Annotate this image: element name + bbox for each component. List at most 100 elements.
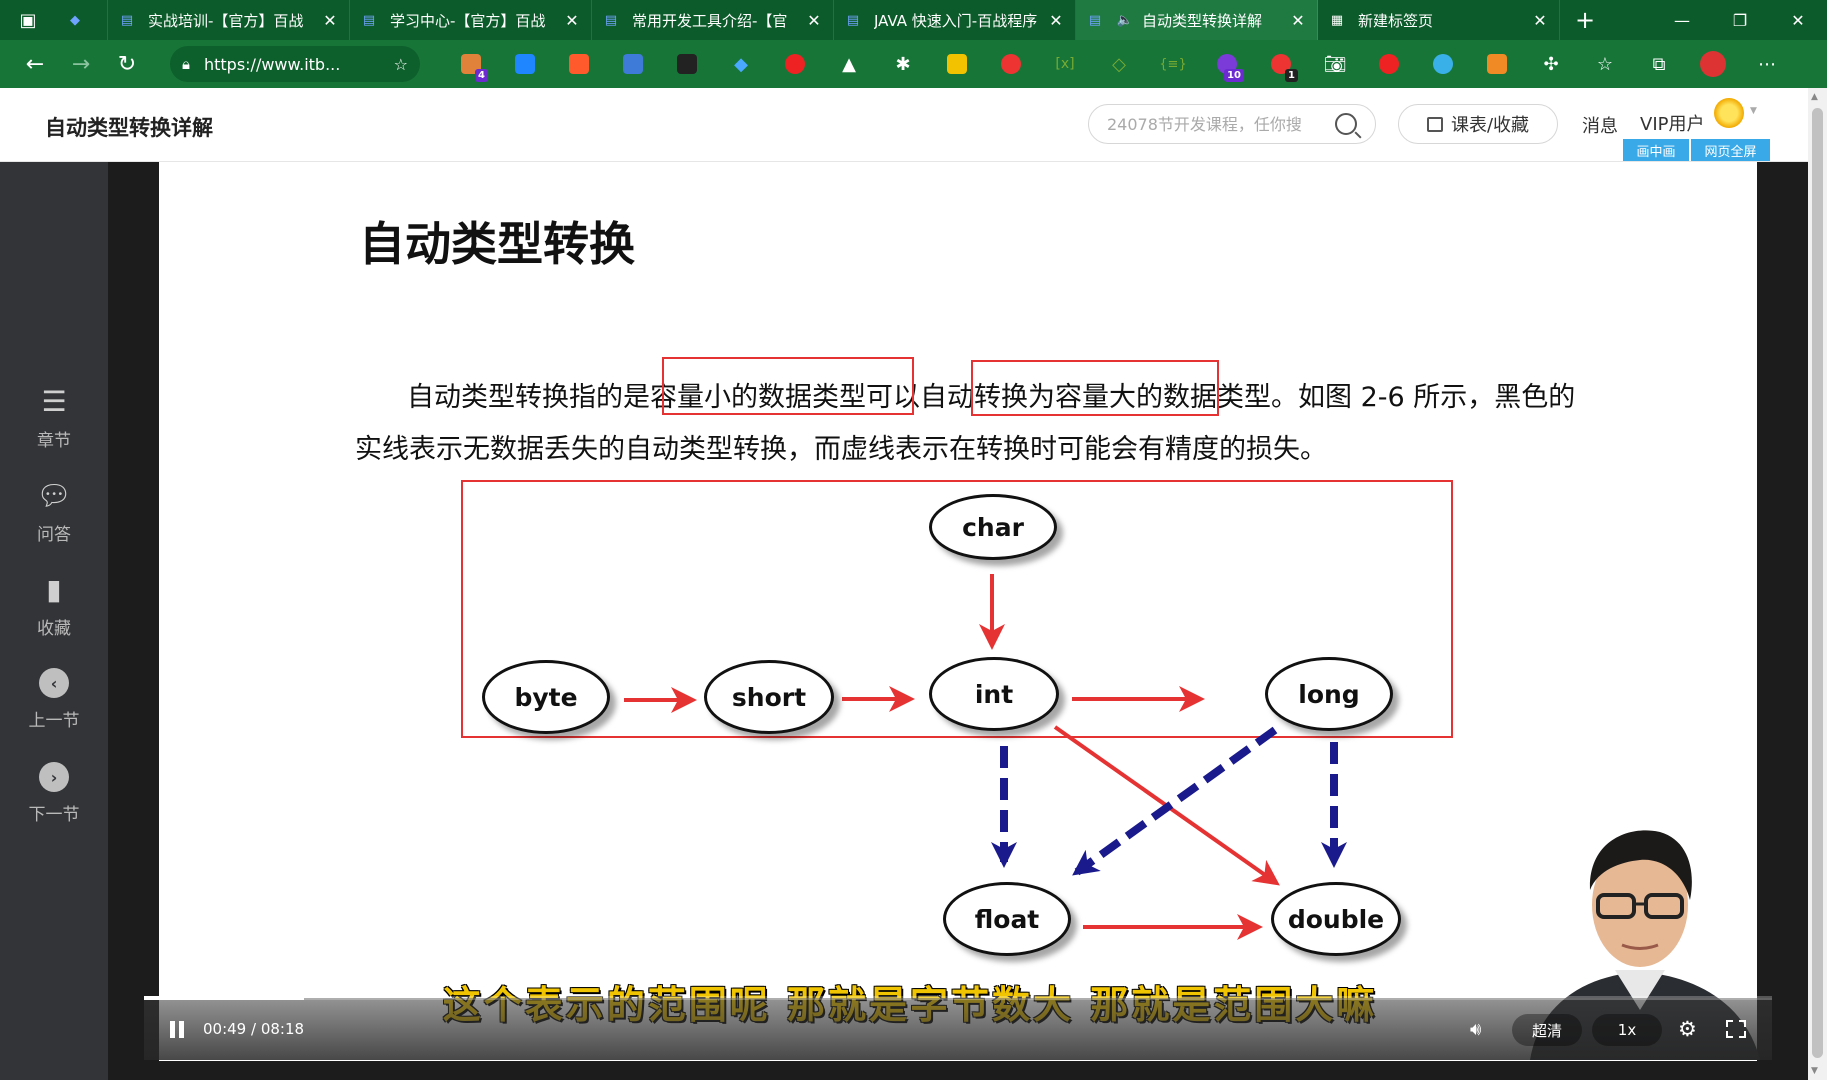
minimize-icon[interactable]: — bbox=[1674, 10, 1690, 30]
site-favicon-icon: ▤ bbox=[604, 12, 618, 28]
site-favicon-icon: ▤ bbox=[1088, 12, 1102, 28]
speed-button[interactable]: 1x bbox=[1592, 1014, 1662, 1046]
close-window-icon[interactable]: ✕ bbox=[1791, 10, 1805, 30]
highlight-box-large bbox=[971, 360, 1219, 416]
course-favorites-button[interactable]: 课表/收藏 bbox=[1398, 104, 1558, 144]
chevron-right-icon: › bbox=[39, 762, 69, 792]
window-controls: — ❐ ✕ bbox=[1653, 0, 1827, 40]
favorite-add-icon[interactable]: ☆ bbox=[393, 54, 408, 74]
metamask-icon[interactable] bbox=[1470, 40, 1524, 88]
reload-icon[interactable]: ↻ bbox=[117, 51, 137, 77]
close-tab-icon[interactable]: ✕ bbox=[323, 10, 337, 30]
tab-actions-icon[interactable]: ▣ bbox=[19, 9, 37, 31]
conversion-arrows bbox=[624, 574, 1347, 940]
favorite-button[interactable]: ▮ 收藏 bbox=[37, 572, 71, 640]
lock-icon: 🔒︎ bbox=[182, 55, 190, 73]
lesson-sidebar: ☰ 章节 💬︎ 问答 ▮ 收藏 ‹ 上一节 › 下一节 bbox=[0, 162, 108, 1080]
search-box[interactable] bbox=[1088, 104, 1376, 144]
browser-tab-3[interactable]: ▤ 常用开发工具介绍-【官 ✕ bbox=[592, 0, 834, 40]
extension-ext11-icon[interactable] bbox=[984, 40, 1038, 88]
browser-tab-2[interactable]: ▤ 学习中心-【官方】百战 ✕ bbox=[350, 0, 592, 40]
restore-icon[interactable]: ❐ bbox=[1732, 10, 1748, 30]
camera-icon[interactable]: 📷︎ bbox=[1323, 53, 1347, 75]
close-tab-icon[interactable]: ✕ bbox=[807, 10, 821, 30]
page-title: 自动类型转换详解 bbox=[45, 116, 213, 140]
calendar-icon bbox=[1426, 116, 1443, 132]
extension-ext10-icon[interactable] bbox=[930, 40, 984, 88]
extension-ext14-icon[interactable]: {≡} bbox=[1159, 56, 1187, 72]
asterisk-icon[interactable]: ✱ bbox=[895, 53, 911, 75]
more-menu-icon[interactable]: ⋯ bbox=[1758, 53, 1776, 75]
bookmark-icon: ▮ bbox=[46, 572, 62, 606]
picture-in-picture-button[interactable]: 画中画 bbox=[1623, 139, 1689, 161]
node-int: int bbox=[929, 657, 1059, 731]
node-long: long bbox=[1265, 657, 1393, 731]
search-icon[interactable] bbox=[1335, 113, 1357, 135]
gear-icon[interactable]: ⚙ bbox=[1678, 1017, 1697, 1041]
close-tab-icon[interactable]: ✕ bbox=[1291, 10, 1305, 30]
extension-ext16-icon[interactable]: 1 bbox=[1254, 40, 1308, 88]
browser-tab-active[interactable]: ▤ 🔈 自动类型转换详解 ✕ bbox=[1076, 0, 1318, 40]
extension-ext3-icon[interactable] bbox=[552, 40, 606, 88]
highlight-box-small bbox=[662, 357, 914, 415]
scroll-down-arrow-icon[interactable]: ▼ bbox=[1811, 1066, 1818, 1076]
scrollbar-thumb[interactable] bbox=[1812, 108, 1823, 1058]
web-fullscreen-button[interactable]: 网页全屏 bbox=[1691, 139, 1770, 161]
close-tab-icon[interactable]: ✕ bbox=[1533, 10, 1547, 30]
browser-tab-bar: ▣ ◆ ▤ 实战培训-【官方】百战 ✕ ▤ 学习中心-【官方】百战 ✕ ▤ 常用… bbox=[0, 0, 1827, 40]
chapters-button[interactable]: ☰ 章节 bbox=[37, 384, 71, 452]
chevron-left-icon: ‹ bbox=[39, 668, 69, 698]
browser-tab-pinned[interactable]: ◆ bbox=[56, 0, 108, 40]
extension-ext18-icon[interactable] bbox=[1362, 40, 1416, 88]
extension-ext1-icon[interactable]: 4 bbox=[444, 40, 498, 88]
extension-ext12-icon[interactable]: [x] bbox=[1055, 56, 1075, 72]
scroll-up-arrow-icon[interactable]: ▲ bbox=[1811, 92, 1818, 102]
new-tab-button[interactable]: + bbox=[1574, 6, 1596, 34]
qa-button[interactable]: 💬︎ 问答 bbox=[36, 478, 72, 546]
extension-ext13-icon[interactable]: ◇ bbox=[1112, 53, 1126, 75]
browser-tab-1[interactable]: ▤ 实战培训-【官方】百战 ✕ bbox=[108, 0, 350, 40]
fullscreen-icon[interactable] bbox=[1726, 1020, 1746, 1038]
collections-icon[interactable]: ⧉ bbox=[1652, 53, 1666, 75]
node-short: short bbox=[704, 660, 834, 734]
extension-ext2-icon[interactable] bbox=[498, 40, 552, 88]
time-readout: 00:49 / 08:18 bbox=[203, 1020, 305, 1038]
list-icon: ☰ bbox=[41, 384, 67, 418]
puzzle-extensions-icon[interactable]: ✣ bbox=[1543, 53, 1559, 75]
extension-ext5-icon[interactable] bbox=[660, 40, 714, 88]
node-double: double bbox=[1271, 882, 1401, 956]
node-float: float bbox=[943, 882, 1071, 956]
volume-icon[interactable]: 🔊︎ bbox=[1470, 1019, 1482, 1040]
previous-lesson-button[interactable]: ‹ 上一节 bbox=[0, 668, 108, 731]
next-lesson-button[interactable]: › 下一节 bbox=[0, 762, 108, 825]
progress-track[interactable] bbox=[144, 996, 1772, 1000]
profile-avatar[interactable] bbox=[1686, 40, 1740, 88]
extension-ext4-icon[interactable] bbox=[606, 40, 660, 88]
browser-tab-4[interactable]: ▤ JAVA 快速入门-百战程序 ✕ bbox=[834, 0, 1076, 40]
back-icon[interactable]: ← bbox=[25, 51, 45, 77]
pause-icon[interactable] bbox=[170, 1021, 188, 1039]
search-input[interactable] bbox=[1107, 114, 1335, 134]
browser-tab-new[interactable]: ▦ 新建标签页 ✕ bbox=[1318, 0, 1560, 40]
vip-user-link[interactable]: VIP用户 bbox=[1640, 114, 1705, 135]
speaker-icon[interactable]: 🔈 bbox=[1116, 12, 1134, 28]
extension-ext8-icon[interactable]: ▲ bbox=[842, 53, 856, 75]
site-favicon-icon: ▤ bbox=[362, 12, 376, 28]
quality-button[interactable]: 超清 bbox=[1512, 1014, 1582, 1046]
url-field[interactable]: 🔒︎ https://www.itb... ☆ bbox=[170, 46, 420, 82]
adblock-icon[interactable] bbox=[768, 40, 822, 88]
messages-link[interactable]: 消息 bbox=[1582, 116, 1618, 137]
diagram-highlight-frame bbox=[461, 480, 1453, 738]
player-control-bar bbox=[144, 998, 1772, 1060]
site-header: 自动类型转换详解 课表/收藏 消息 VIP用户 画中画 网页全屏 bbox=[0, 88, 1808, 162]
close-tab-icon[interactable]: ✕ bbox=[565, 10, 579, 30]
forward-icon[interactable]: → bbox=[71, 51, 91, 77]
video-slide: 自动类型转换 自动类型转换指的是容量小的数据类型可以自动转换为容量大的数据类型。… bbox=[159, 162, 1757, 1061]
vip-medal-icon[interactable] bbox=[1714, 98, 1757, 128]
close-tab-icon[interactable]: ✕ bbox=[1049, 10, 1063, 30]
favorites-icon[interactable]: ☆ bbox=[1596, 53, 1614, 75]
extension-ext19-icon[interactable] bbox=[1416, 40, 1470, 88]
extension-ext15-icon[interactable]: 10 bbox=[1200, 40, 1254, 88]
chat-icon: 💬︎ bbox=[36, 478, 72, 512]
extension-ext6-icon[interactable]: ◆ bbox=[734, 53, 748, 75]
